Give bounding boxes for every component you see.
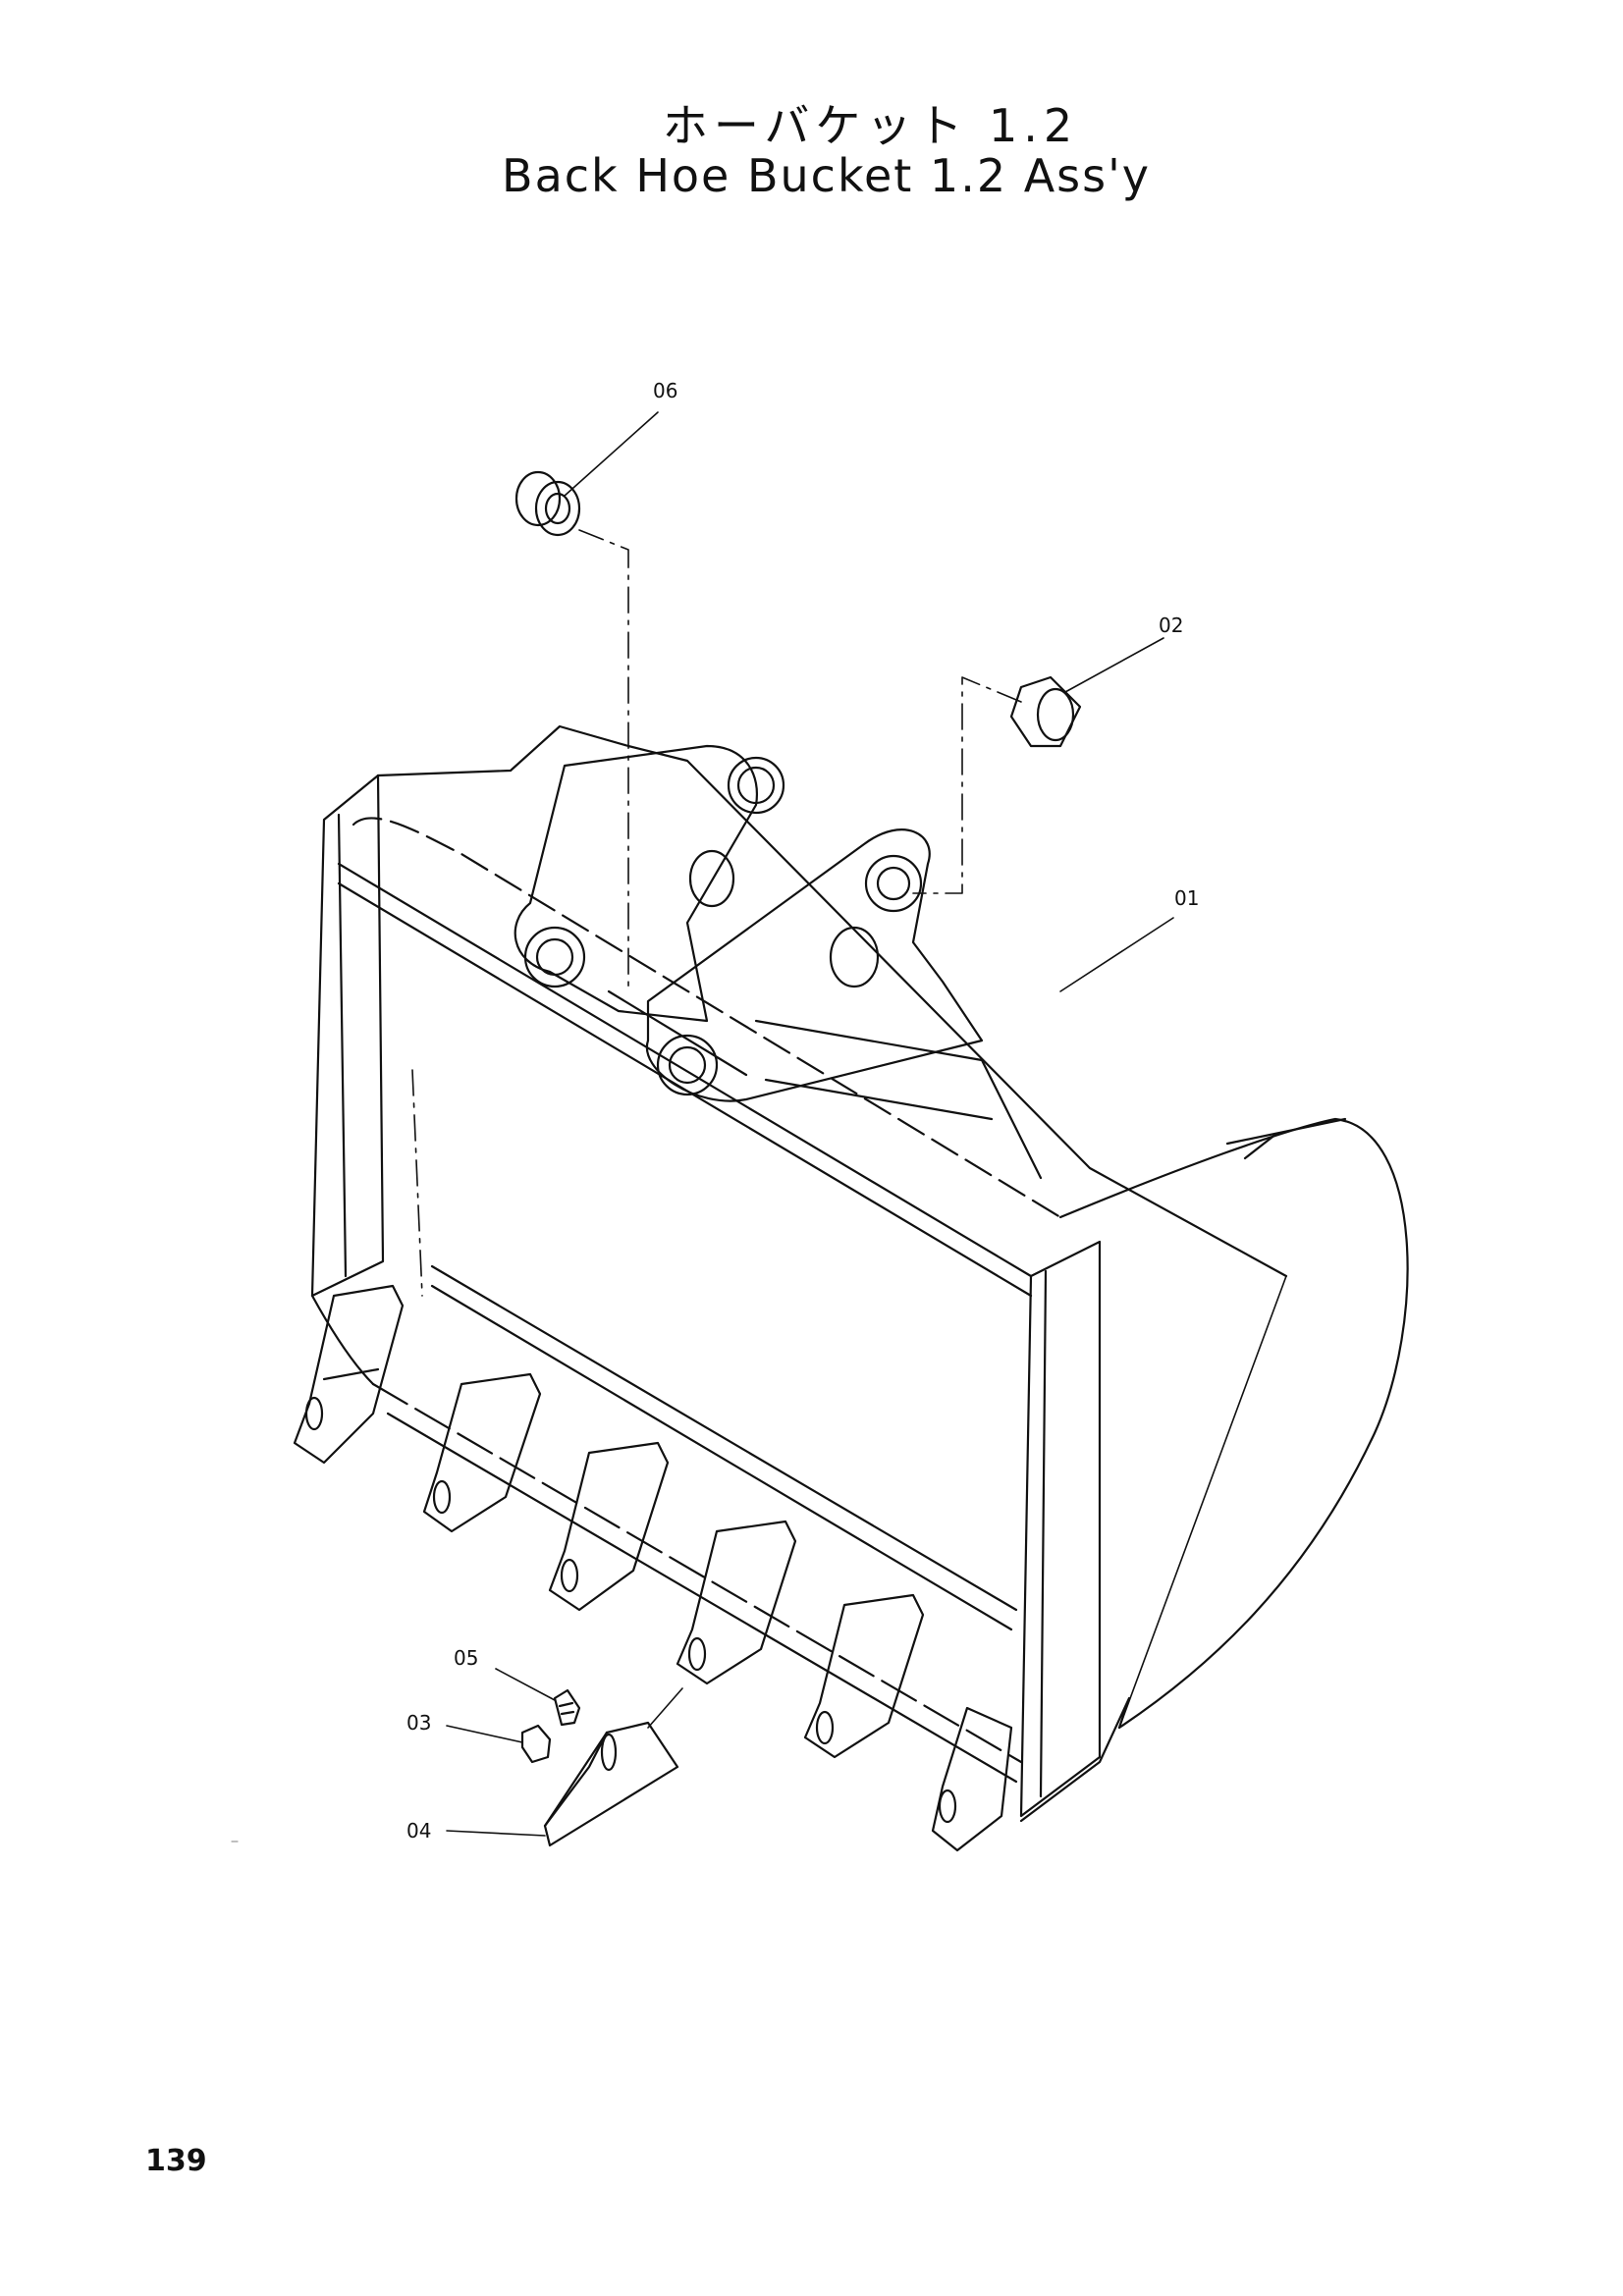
tooth-1 bbox=[293, 1284, 405, 1465]
page-number: 139 bbox=[145, 2144, 207, 2178]
teeth-row bbox=[293, 1284, 1013, 1852]
callout-03: 03 bbox=[406, 1711, 431, 1735]
callout-06: 06 bbox=[653, 379, 677, 402]
callout-05: 05 bbox=[454, 1646, 478, 1670]
part-03-pin bbox=[520, 1724, 552, 1764]
tooth-6 bbox=[931, 1706, 1013, 1852]
leader-lines bbox=[411, 411, 1287, 1837]
page-title-english: Back Hoe Bucket 1.2 Ass'y bbox=[502, 149, 1151, 202]
callout-01: 01 bbox=[1174, 886, 1199, 910]
callout-02: 02 bbox=[1159, 614, 1183, 637]
tooth-5 bbox=[803, 1593, 925, 1759]
part-04-tooth-point bbox=[543, 1721, 679, 1847]
callout-04: 04 bbox=[406, 1819, 431, 1842]
tooth-4 bbox=[676, 1520, 797, 1685]
page-title-japanese: ホーバケット 1.2 bbox=[662, 99, 1079, 152]
tooth-2 bbox=[422, 1372, 542, 1533]
hanger-brackets bbox=[514, 744, 1043, 1180]
part-05-lock bbox=[553, 1688, 581, 1727]
part-06-bushing bbox=[514, 470, 581, 537]
part-02-collar bbox=[1009, 675, 1082, 748]
tooth-3 bbox=[548, 1441, 670, 1612]
